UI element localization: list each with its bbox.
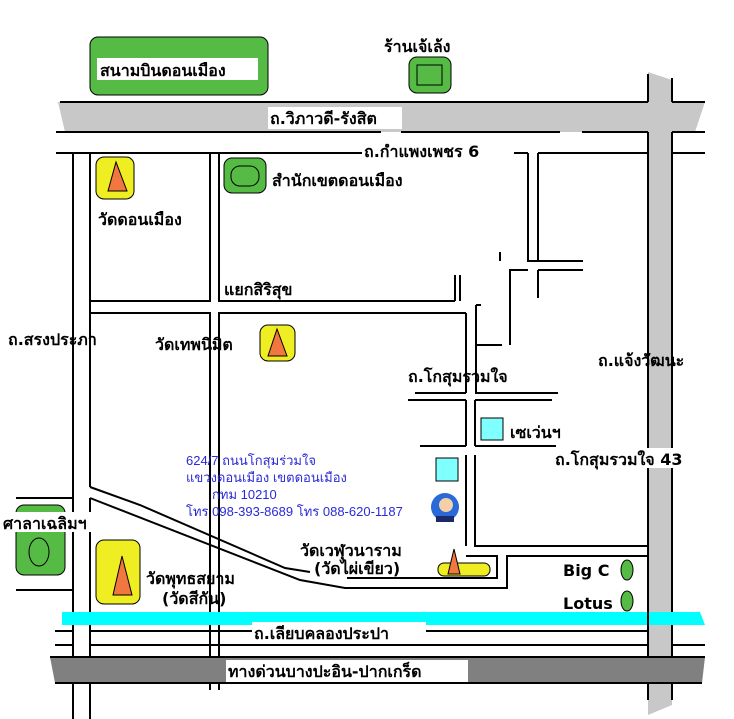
label-background — [226, 660, 468, 682]
wat-don-mueang-label: วัดดอนเมือง — [98, 210, 182, 229]
siri-suk-junction-label: แยกสิริสุข — [224, 280, 292, 300]
chaeng-watthana-label: ถ.แจ้งวัฒนะ — [598, 351, 684, 370]
district-office-marker — [223, 157, 267, 194]
shop-logo — [431, 493, 459, 522]
kamphaeng-phet-6-label: ถ.กำแพงเพชร 6 — [364, 142, 479, 161]
seven-eleven-label: เซเว่นฯ — [510, 423, 561, 442]
address-line-1: 624/7 ถนนโกสุมร่วมใจ — [186, 453, 316, 469]
big-c-marker — [620, 559, 634, 581]
label-background — [252, 622, 426, 643]
square-icon — [416, 64, 443, 86]
lotus-marker — [620, 590, 634, 612]
shop-location-marker — [435, 457, 459, 482]
airport-label: สนามบินดอนเมือง — [100, 61, 226, 80]
expressway-label: ทางด่วนบางปะอิน-ปากเกร็ด — [228, 660, 422, 681]
kosum-ruam-jai-43-label: ถ.โกสุมรวมใจ 43 — [555, 449, 683, 470]
canal — [62, 612, 705, 625]
jae-leng-shop-label: ร้านเจ้เล้ง — [384, 37, 450, 56]
shop-marker — [408, 56, 452, 94]
street-lines — [16, 152, 705, 719]
label-background — [2, 512, 106, 532]
seven-eleven-marker — [480, 417, 504, 441]
wat-phai-khiao-label: (วัดไผ่เขียว) — [314, 559, 400, 578]
chaeng-watthana-road — [648, 72, 672, 715]
song-prapha-road-label: ถ.สรงประภา — [8, 330, 97, 349]
lotus-label: Lotus — [563, 594, 613, 613]
kosum-ruam-jai-label: ถ.โกสุมรวมใจ — [408, 366, 508, 387]
wat-si-kan-label: (วัดสีกัน) — [162, 589, 226, 608]
wat-thep-nimit-label: วัดเทพนิมิต — [155, 335, 233, 354]
label-background — [97, 58, 258, 80]
address-phone: โทร 098-393-8689 โทร 088-620-1187 — [186, 504, 403, 519]
temple-icon — [447, 548, 461, 575]
oval-icon — [230, 165, 260, 187]
big-c-label: Big C — [563, 561, 609, 580]
temple-icon — [112, 555, 133, 596]
sala-label: ศาลาเฉลิมฯ — [3, 514, 87, 533]
oval-icon — [28, 537, 50, 567]
address-line-3: กทม 10210 — [212, 487, 277, 502]
address-line-2: แขวงดอนเมือง เขตดอนเมือง — [186, 470, 347, 485]
temple-icon — [107, 160, 128, 192]
label-background — [268, 107, 402, 129]
vibhavadi-road-label: ถ.วิภาวดี-รังสิต — [270, 109, 377, 128]
wat-weluwanaram-label: วัดเวฬุวนาราม — [300, 541, 402, 561]
label-background — [553, 448, 705, 468]
wat-weluwanaram-marker — [437, 562, 491, 577]
wat-phutthasayam-label: วัดพุทธสยาม — [146, 569, 235, 589]
district-office-label: สำนักเขตดอนเมือง — [272, 171, 403, 190]
temple-icon — [267, 327, 288, 357]
liap-khlong-prapa-label: ถ.เลียบคลองประปา — [254, 624, 389, 643]
